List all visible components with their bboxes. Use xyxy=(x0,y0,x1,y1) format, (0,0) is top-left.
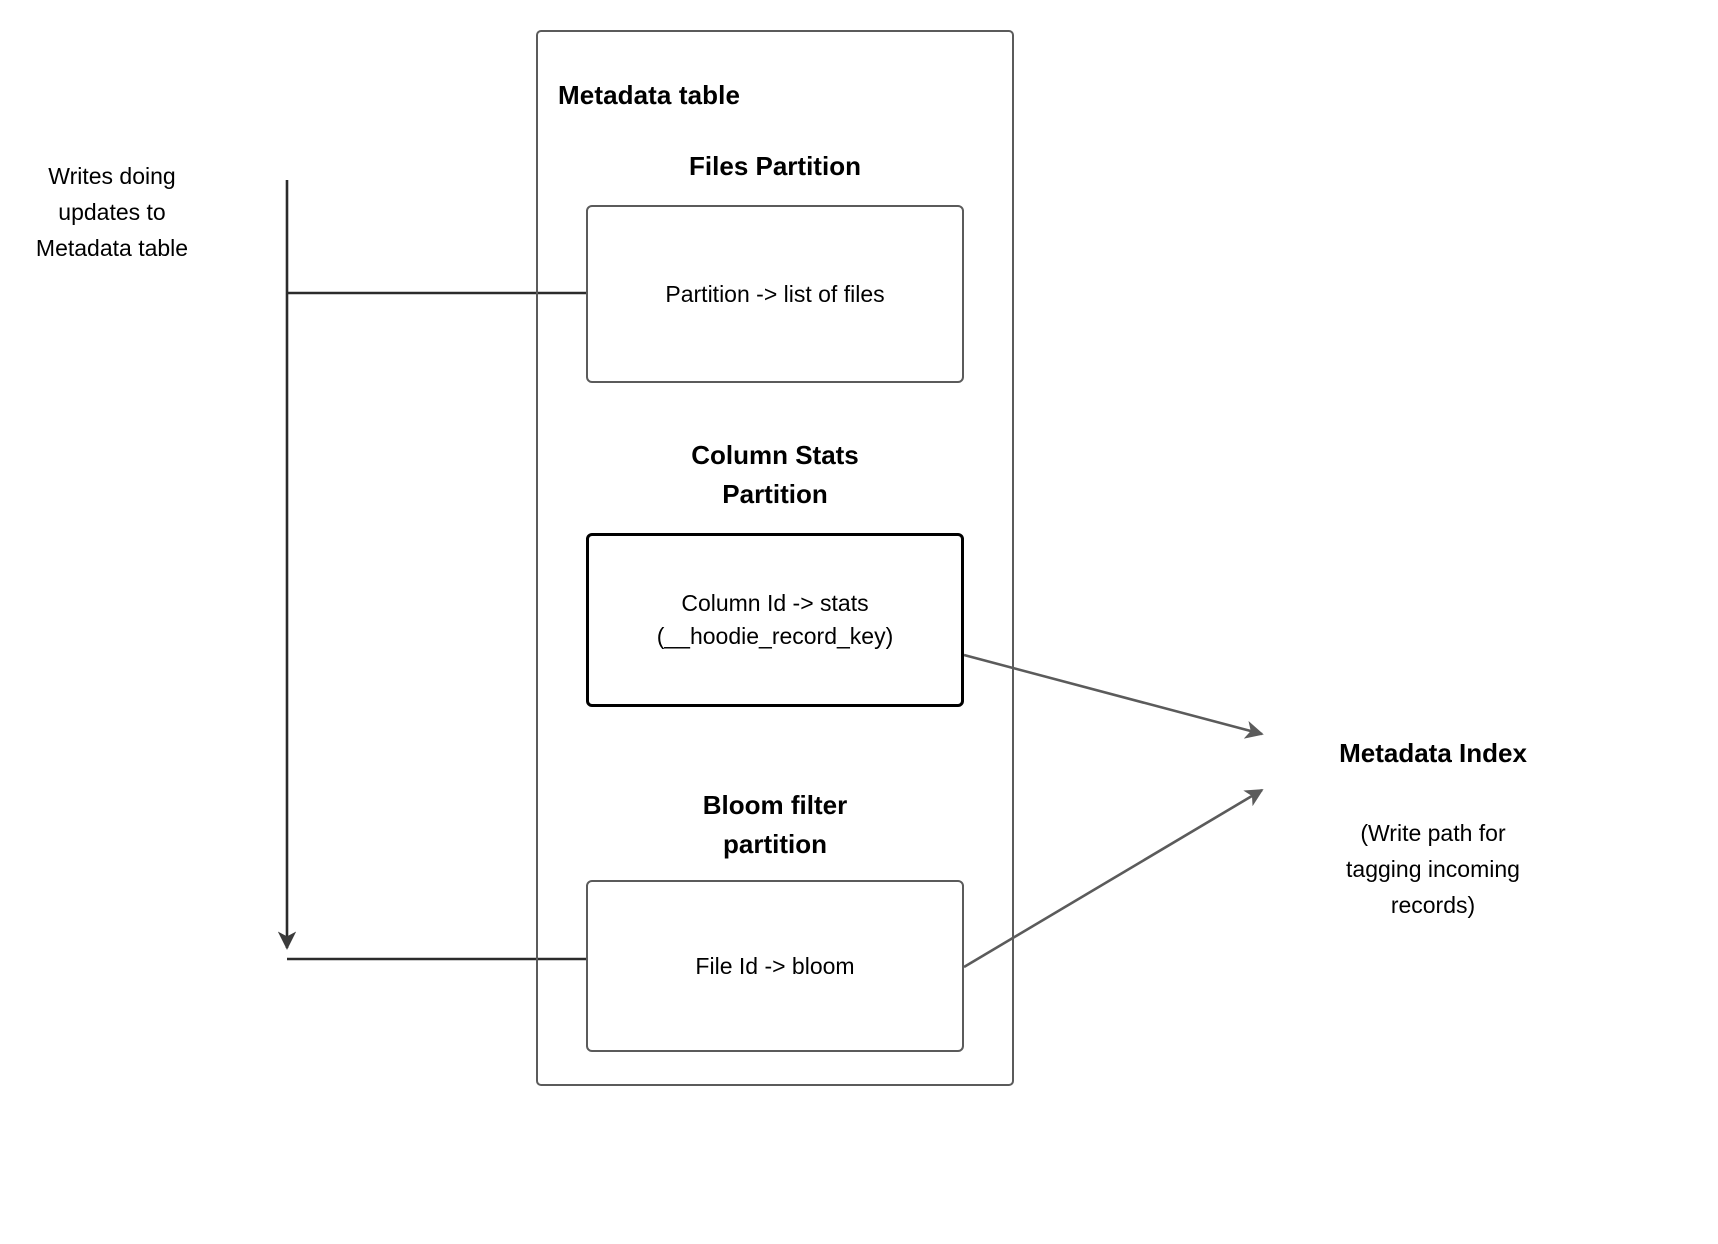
column-stats-partition-box: Column Id -> stats (__hoodie_record_key) xyxy=(586,533,964,707)
metadata-index-title: Metadata Index xyxy=(1339,738,1527,768)
metadata-table-container xyxy=(536,30,1014,1086)
metadata-index-caption: (Write path for tagging incoming records… xyxy=(1346,820,1520,918)
bloom-filter-partition-box: File Id -> bloom xyxy=(586,880,964,1052)
bloom-filter-partition-heading: Bloom filter partition xyxy=(702,790,848,859)
files-partition-box-text: Partition -> list of files xyxy=(665,280,885,307)
column-stats-partition-box-text: Column Id -> stats (__hoodie_record_key) xyxy=(656,590,894,649)
metadata-table-title: Metadata table xyxy=(558,80,741,110)
column-stats-partition-heading: Column Stats Partition xyxy=(691,440,859,509)
writes-doing-updates-label: Writes doing updates to Metadata table xyxy=(35,163,189,261)
files-partition-box: Partition -> list of files xyxy=(586,205,964,383)
bloom-filter-partition-box-text: File Id -> bloom xyxy=(695,952,855,979)
files-partition-heading: Files Partition xyxy=(689,151,861,181)
